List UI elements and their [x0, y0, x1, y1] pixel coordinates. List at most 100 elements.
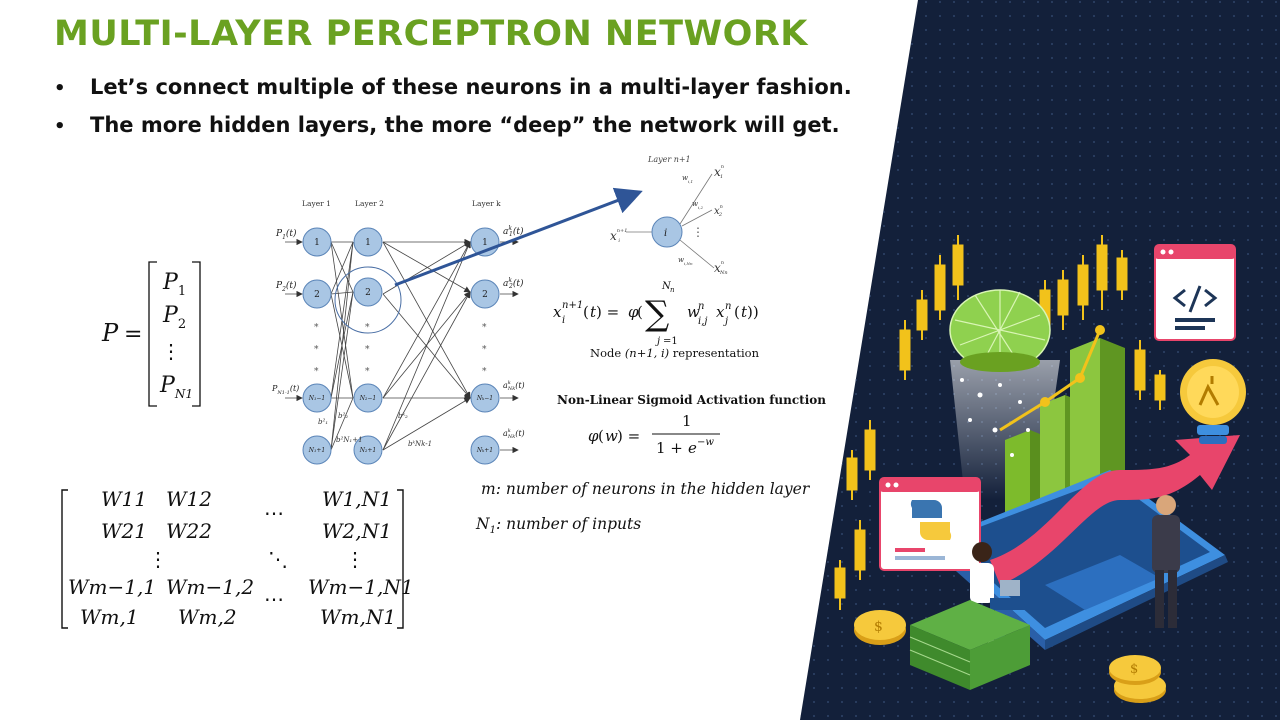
- p-entry: P: [162, 270, 179, 295]
- candlestick-chart-icon: [834, 235, 1166, 610]
- lightbulb-icon: [1180, 359, 1246, 444]
- input-t: (t): [286, 280, 297, 291]
- node-label: Nₖ+1: [476, 447, 493, 454]
- svg-text:*: *: [314, 367, 319, 377]
- matrix-cell: Wm,1: [80, 605, 139, 629]
- node-lk-2: [470, 279, 500, 309]
- svg-text:*: *: [482, 367, 487, 377]
- svg-text:(: (: [637, 303, 643, 321]
- layer-label-2: Layer 2: [355, 199, 384, 208]
- svg-text:PN1: PN1: [159, 373, 193, 401]
- node-label: 2: [314, 290, 320, 300]
- brain-globe-icon: [949, 289, 1051, 372]
- weight-matrix: W11 W12 ⋯ W1,N1 W21 W22 W2,N1 ⋮ ⋱ ⋮ Wm−1…: [61, 487, 414, 629]
- svg-text:P1: P1: [162, 270, 186, 299]
- p-entry-sub: N1: [174, 387, 193, 401]
- node-label: 2: [365, 288, 371, 298]
- svg-text:e: e: [688, 439, 697, 457]
- svg-text:P2(t): P2(t): [275, 280, 297, 293]
- svg-text:ak2(t): ak2(t): [503, 277, 524, 290]
- caption-post: representation: [669, 346, 759, 360]
- bullet-item: •Let’s connect multiple of these neurons…: [54, 72, 852, 110]
- matrix-cell: Wm,2: [178, 605, 237, 629]
- svg-text:*: *: [314, 345, 319, 355]
- p-entry: P: [162, 303, 179, 328]
- input-t: (t): [290, 384, 299, 393]
- caption-italic: (n+1, i): [625, 346, 669, 360]
- svg-text:P1(t): P1(t): [275, 228, 297, 241]
- svg-text:i: i: [562, 315, 565, 326]
- svg-text:$: $: [874, 619, 883, 635]
- svg-text:w: w: [687, 303, 700, 321]
- svg-text:*: *: [314, 323, 319, 333]
- svg-text:=1: =1: [663, 336, 678, 347]
- node-representation-caption: Node (n+1, i) representation: [590, 346, 760, 360]
- matrix-cell: Wm−1,1: [68, 575, 156, 599]
- svg-text:φ: φ: [628, 303, 639, 321]
- network-nodes: [302, 227, 500, 465]
- svg-text:−w: −w: [697, 437, 714, 448]
- svg-text:n: n: [670, 286, 675, 294]
- svg-text:n: n: [698, 301, 704, 312]
- legend-n1: N1: number of inputs: [475, 515, 641, 536]
- zoom-input-x: x: [610, 229, 617, 243]
- matrix-cell: W11: [101, 487, 147, 511]
- bullet-item: •The more hidden layers, the more “deep”…: [54, 110, 852, 148]
- code-window-icon: [1154, 244, 1236, 341]
- svg-text:$: $: [1130, 662, 1138, 677]
- svg-text:PN1-1(t): PN1-1(t): [271, 384, 299, 396]
- layer-label-1: Layer 1: [302, 199, 331, 208]
- matrix-cell: W21: [101, 519, 147, 543]
- matrix-cell: W1,N1: [322, 487, 392, 511]
- standing-person-icon: [1152, 495, 1180, 628]
- input-sub: N1-1: [276, 390, 289, 396]
- bias-label: b²₂: [338, 412, 348, 420]
- bias-label: bᵏ₂: [398, 412, 408, 420]
- bullet-marker: •: [54, 78, 66, 99]
- node-label: N₁+1: [308, 447, 326, 454]
- zoom-center-node: [651, 216, 683, 248]
- bias-label: b²₁: [318, 418, 328, 426]
- svg-text:i,j: i,j: [698, 316, 707, 327]
- svg-text:t: t: [590, 303, 597, 321]
- node-label: N₂+1: [359, 447, 377, 454]
- svg-text:)): )): [747, 303, 759, 321]
- matrix-cell: ⋯: [264, 587, 284, 611]
- zoom-layer-label: Layer n+1: [647, 155, 691, 164]
- svg-text:xn+1i: xn+1i: [610, 228, 627, 244]
- node-label: N₁−1: [308, 395, 326, 402]
- svg-text:) =: ) =: [596, 303, 619, 321]
- svg-text:1: 1: [682, 412, 692, 430]
- matrix-cell: Wm−1,N1: [308, 575, 414, 599]
- svg-text:wi,2: wi,2: [692, 200, 704, 210]
- network-connections: [285, 238, 519, 454]
- svg-text:wi,1: wi,1: [682, 174, 693, 184]
- svg-text:n: n: [725, 301, 731, 312]
- zoom-weight: w: [682, 174, 688, 182]
- money-stack-icon: [909, 600, 1030, 690]
- svg-text:x: x: [716, 303, 725, 321]
- trend-arrow-icon: [990, 435, 1240, 585]
- node-label: 1: [482, 238, 488, 248]
- node-label: 1: [314, 238, 320, 248]
- svg-text:j: j: [723, 316, 728, 327]
- bias-label: b²N₁+1: [336, 436, 363, 444]
- zoom-output-x: x: [714, 165, 721, 179]
- svg-text:j: j: [655, 336, 660, 347]
- p-entry: P: [159, 373, 176, 398]
- svg-text:(: (: [734, 303, 740, 321]
- zoom-arrow: [394, 187, 643, 287]
- matrix-cell: Wm,N1: [320, 605, 396, 629]
- input-label: P: [275, 229, 283, 239]
- matrix-cell: ⋱: [268, 547, 288, 571]
- legend-n1-sub: 1: [490, 525, 496, 536]
- zoom-node-label: i: [664, 228, 667, 239]
- svg-text:(: (: [583, 303, 589, 321]
- node-lk-bias: [470, 435, 500, 465]
